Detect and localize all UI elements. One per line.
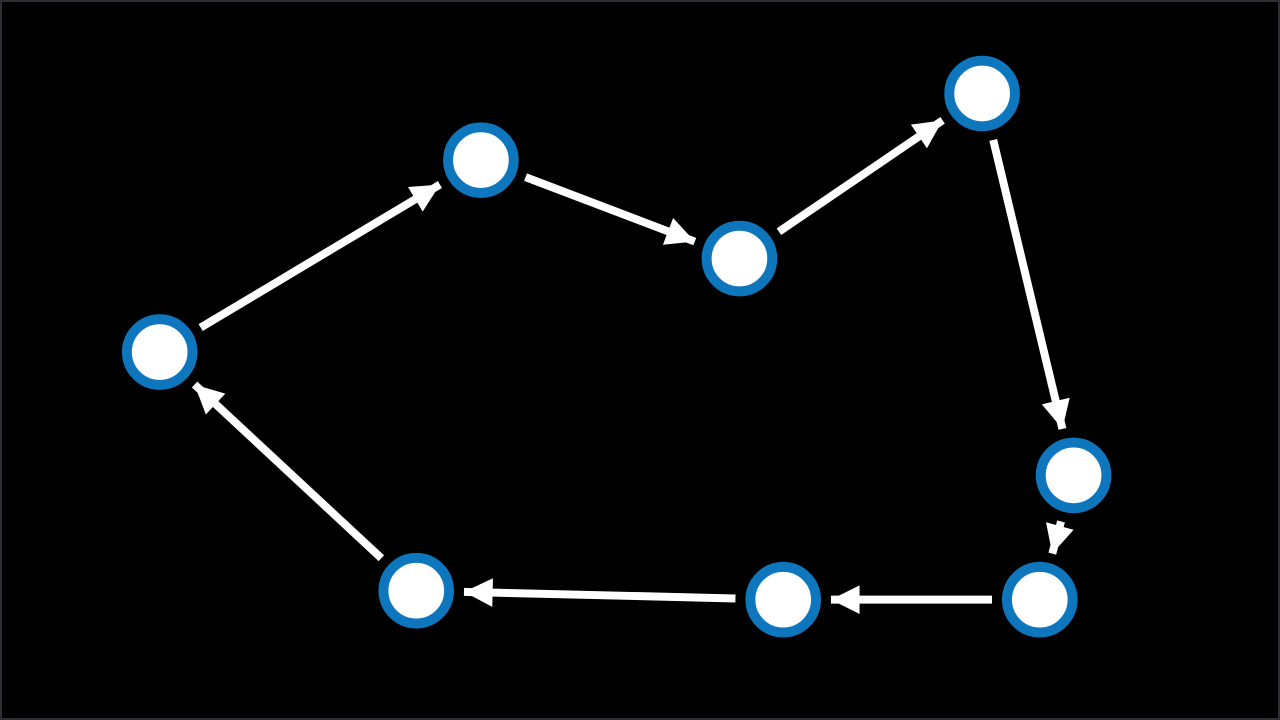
node-top-right xyxy=(944,55,1020,132)
edge-arrow-n1-to-n5 xyxy=(989,139,1070,430)
nodes-layer xyxy=(121,55,1112,638)
node-bottom-middle xyxy=(745,561,821,638)
node-right-middle xyxy=(1035,437,1112,514)
edge-arrow-n4-to-n2 xyxy=(198,181,442,331)
edge-arrow-n2-to-n3 xyxy=(524,173,697,246)
edges-layer xyxy=(191,117,1074,614)
edge-arrow-n8-to-n4 xyxy=(191,381,385,562)
node-upper-left xyxy=(443,122,519,198)
node-bottom-right xyxy=(1001,561,1078,638)
node-middle xyxy=(701,220,778,297)
node-left xyxy=(121,314,198,390)
edge-arrow-n5-to-n6 xyxy=(1045,520,1074,555)
edge-arrow-n7-to-n8 xyxy=(463,578,736,607)
edge-arrow-n3-to-n1 xyxy=(776,117,945,236)
node-bottom-left xyxy=(378,552,455,629)
